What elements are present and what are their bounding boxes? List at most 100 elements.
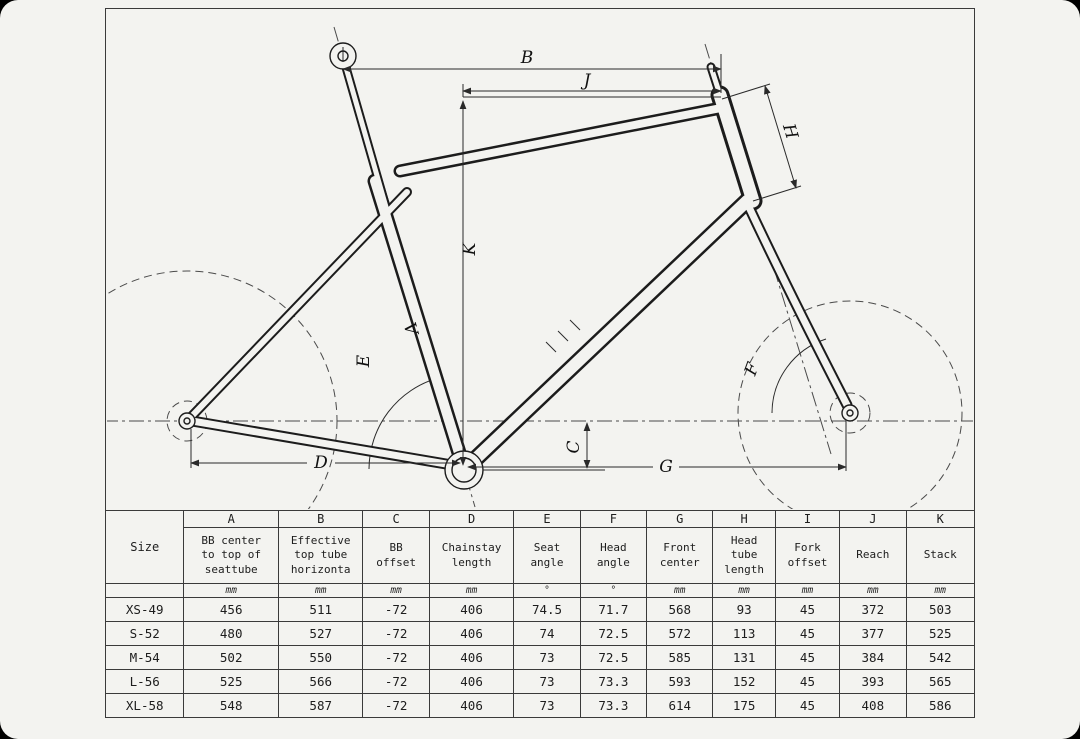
value-cell: 93 <box>712 597 776 622</box>
front-hub-circle <box>829 392 871 434</box>
front-wheel <box>737 300 963 509</box>
dim-label-k: K <box>460 241 480 256</box>
value-cell: 113 <box>712 621 776 646</box>
col-desc-f: Head angle <box>579 527 648 584</box>
col-unit-h: mm <box>712 583 776 598</box>
col-unit-d: mm <box>428 583 515 598</box>
col-unit-f: ° <box>579 583 648 598</box>
dim-label-g: G <box>659 457 673 477</box>
value-cell: -72 <box>362 597 430 622</box>
value-cell: 45 <box>774 621 841 646</box>
value-cell: 393 <box>839 669 907 694</box>
value-cell: 572 <box>646 621 714 646</box>
size-cell: M-54 <box>104 645 185 670</box>
value-cell: 566 <box>277 669 364 694</box>
value-cell: 502 <box>183 645 279 670</box>
col-desc-e: Seat angle <box>513 527 581 584</box>
value-cell: 406 <box>428 669 515 694</box>
value-cell: 73 <box>513 693 581 718</box>
col-letter-k: K <box>905 510 976 528</box>
size-cell: S-52 <box>104 621 185 646</box>
value-cell: 45 <box>774 693 841 718</box>
table-row: M-54 502 550 -72 406 73 72.5 585 131 45 … <box>104 645 976 670</box>
frame-geometry-drawing: B J K H A E C D G F <box>107 26 973 509</box>
value-cell: -72 <box>362 645 430 670</box>
value-cell: 527 <box>277 621 364 646</box>
col-letter-a: A <box>183 510 279 528</box>
value-cell: 45 <box>774 597 841 622</box>
value-cell: 406 <box>428 693 515 718</box>
col-desc-a: BB center to top of seattube <box>183 527 279 584</box>
col-unit-c: mm <box>362 583 430 598</box>
value-cell: 45 <box>774 669 841 694</box>
col-letter-c: C <box>362 510 430 528</box>
value-cell: 480 <box>183 621 279 646</box>
dim-label-j: J <box>581 71 592 91</box>
dim-label-c: C <box>564 440 584 453</box>
value-cell: 408 <box>839 693 907 718</box>
col-unit-j: mm <box>839 583 907 598</box>
downtube-graphic <box>545 319 581 353</box>
value-cell: 456 <box>183 597 279 622</box>
tube-outlines <box>186 52 853 477</box>
col-unit-b: mm <box>277 583 364 598</box>
dim-label-e: E <box>354 354 374 368</box>
col-letter-b: B <box>277 510 364 528</box>
value-cell: -72 <box>362 669 430 694</box>
dimension-labels: B J K H A E C D G F <box>313 48 802 477</box>
col-letter-i: I <box>774 510 841 528</box>
value-cell: 565 <box>905 669 976 694</box>
value-cell: 74.5 <box>513 597 581 622</box>
value-cell: 406 <box>428 621 515 646</box>
col-letter-d: D <box>428 510 515 528</box>
value-cell: -72 <box>362 621 430 646</box>
col-desc-i: Fork offset <box>774 527 841 584</box>
tube-fills <box>188 54 851 474</box>
frame-tubes <box>178 42 859 490</box>
col-desc-k: Stack <box>905 527 976 584</box>
front-wheel-circle <box>737 300 963 509</box>
dim-label-f: F <box>741 359 765 379</box>
descriptions-row: BB center to top of seattube Effective t… <box>106 527 976 584</box>
value-cell: 72.5 <box>579 621 648 646</box>
col-desc-g: Front center <box>646 527 714 584</box>
value-cell: 525 <box>183 669 279 694</box>
value-cell: 406 <box>428 645 515 670</box>
col-desc-j: Reach <box>839 527 907 584</box>
col-letter-g: G <box>646 510 714 528</box>
col-desc-b: Effective top tube horizonta <box>277 527 364 584</box>
value-cell: 175 <box>712 693 776 718</box>
units-row: mm mm mm mm ° ° mm mm mm mm mm <box>104 583 976 598</box>
spec-sheet: B J K H A E C D G F <box>104 8 976 718</box>
value-cell: 152 <box>712 669 776 694</box>
value-cell: 585 <box>646 645 714 670</box>
dim-label-b: B <box>520 48 534 68</box>
value-cell: 586 <box>905 693 976 718</box>
size-cell: XL-58 <box>104 693 185 718</box>
col-unit-k: mm <box>905 583 976 598</box>
letters-row: Size A B C D E F G H I J K <box>104 510 976 584</box>
rear-axle <box>183 417 191 425</box>
value-cell: 131 <box>712 645 776 670</box>
col-unit-e: ° <box>513 583 581 598</box>
value-cell: 593 <box>646 669 714 694</box>
value-cell: 542 <box>905 645 976 670</box>
col-unit-i: mm <box>774 583 841 598</box>
col-letter-e: E <box>513 510 581 528</box>
size-cell: XS-49 <box>104 597 185 622</box>
col-letter-h: H <box>712 510 776 528</box>
value-cell: 71.7 <box>579 597 648 622</box>
value-cell: 73.3 <box>579 693 648 718</box>
frame-diagram-box: B J K H A E C D G F <box>105 8 975 511</box>
unit-empty-cell <box>104 583 185 598</box>
col-desc-d: Chainstay length <box>428 527 515 584</box>
geometry-table: Size A B C D E F G H I J K BB center to … <box>104 510 976 718</box>
value-cell: 74 <box>513 621 581 646</box>
value-cell: 587 <box>277 693 364 718</box>
col-letter-f: F <box>579 510 648 528</box>
dim-label-d: D <box>313 453 328 473</box>
value-cell: -72 <box>362 693 430 718</box>
value-cell: 550 <box>277 645 364 670</box>
col-unit-a: mm <box>183 583 279 598</box>
